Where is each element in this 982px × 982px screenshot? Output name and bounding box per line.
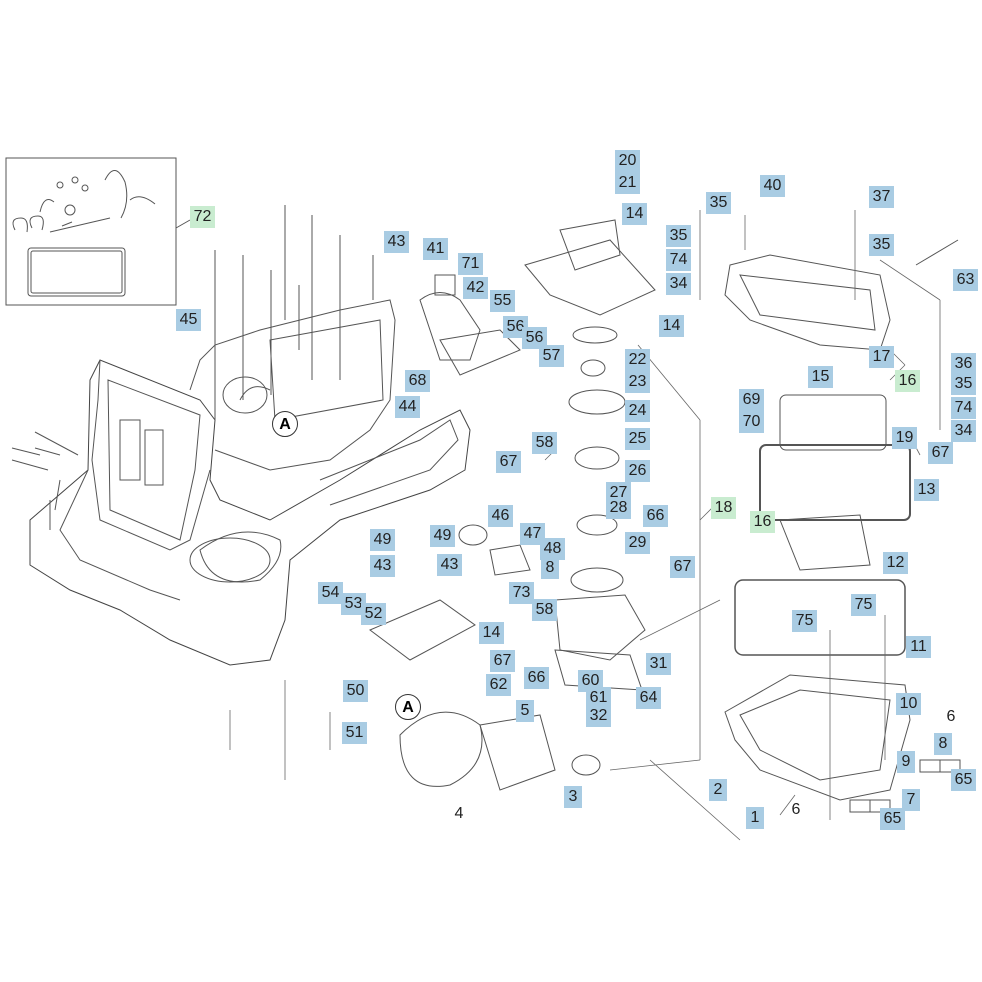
callout-6: 6 [791, 801, 801, 818]
callout-72: 72 [190, 206, 215, 228]
callout-49: 49 [430, 525, 455, 547]
callout-3: 3 [564, 786, 582, 808]
callout-17: 17 [869, 346, 894, 368]
callout-20: 20 [615, 150, 640, 172]
callout-75: 75 [851, 594, 876, 616]
callout-62: 62 [486, 674, 511, 696]
callout-54: 54 [318, 582, 343, 604]
callout-9: 9 [897, 751, 915, 773]
callout-16: 16 [750, 511, 775, 533]
callout-45: 45 [176, 309, 201, 331]
callout-5: 5 [516, 700, 534, 722]
callout-60: 60 [578, 670, 603, 692]
callout-25: 25 [625, 428, 650, 450]
callout-49: 49 [370, 529, 395, 551]
callout-46: 46 [488, 505, 513, 527]
callout-51: 51 [342, 722, 367, 744]
callout-4: 4 [454, 805, 464, 822]
callout-64: 64 [636, 687, 661, 709]
callout-26: 26 [625, 460, 650, 482]
callout-56: 56 [522, 327, 547, 349]
housing-screws [214, 205, 374, 400]
callout-58: 58 [532, 432, 557, 454]
callout-2: 2 [709, 779, 727, 801]
callout-8: 8 [541, 557, 559, 579]
callout-70: 70 [739, 411, 764, 433]
callout-18: 18 [711, 497, 736, 519]
callout-58: 58 [532, 599, 557, 621]
leader-lines [229, 210, 941, 841]
left-screws [11, 431, 79, 471]
callout-56: 56 [503, 316, 528, 338]
callout-71: 71 [458, 253, 483, 275]
callout-35: 35 [951, 373, 976, 395]
callout-36: 36 [951, 353, 976, 375]
marker-a-top: A [272, 411, 298, 437]
callout-61: 61 [586, 687, 611, 709]
callout-67: 67 [496, 451, 521, 473]
marker-a-bottom: A [395, 694, 421, 720]
callout-12: 12 [883, 552, 908, 574]
callout-41: 41 [423, 238, 448, 260]
accessory-kit-inset [5, 157, 177, 306]
callout-29: 29 [625, 532, 650, 554]
callout-67: 67 [928, 442, 953, 464]
callout-35: 35 [666, 225, 691, 247]
callout-24: 24 [625, 400, 650, 422]
callout-50: 50 [343, 680, 368, 702]
callout-14: 14 [622, 203, 647, 225]
callout-32: 32 [586, 705, 611, 727]
callout-35: 35 [706, 192, 731, 214]
callout-37: 37 [869, 186, 894, 208]
callout-43: 43 [437, 554, 462, 576]
callout-73: 73 [509, 582, 534, 604]
callout-67: 67 [490, 650, 515, 672]
callout-19: 19 [892, 427, 917, 449]
callout-65: 65 [880, 808, 905, 830]
callout-35: 35 [869, 234, 894, 256]
callout-31: 31 [646, 653, 671, 675]
callout-75: 75 [792, 610, 817, 632]
callout-1: 1 [746, 807, 764, 829]
callout-16: 16 [895, 370, 920, 392]
callout-52: 52 [361, 603, 386, 625]
callout-43: 43 [370, 555, 395, 577]
callout-10: 10 [896, 693, 921, 715]
callout-23: 23 [625, 371, 650, 393]
callout-66: 66 [643, 505, 668, 527]
callout-67: 67 [670, 556, 695, 578]
callout-22: 22 [625, 349, 650, 371]
callout-55: 55 [490, 290, 515, 312]
callout-44: 44 [395, 396, 420, 418]
callout-48: 48 [540, 538, 565, 560]
callout-8: 8 [934, 733, 952, 755]
callout-53: 53 [341, 593, 366, 615]
callout-74: 74 [666, 249, 691, 271]
callout-65: 65 [951, 769, 976, 791]
callout-47: 47 [520, 523, 545, 545]
callout-74: 74 [951, 397, 976, 419]
callout-43: 43 [384, 231, 409, 253]
callout-6: 6 [946, 708, 956, 725]
callout-14: 14 [659, 315, 684, 337]
callout-11: 11 [906, 636, 931, 658]
callout-66: 66 [524, 667, 549, 689]
callout-34: 34 [666, 273, 691, 295]
callout-57: 57 [539, 345, 564, 367]
callout-63: 63 [953, 269, 978, 291]
callout-28: 28 [606, 497, 631, 519]
callout-40: 40 [760, 175, 785, 197]
callout-21: 21 [615, 172, 640, 194]
callout-68: 68 [405, 370, 430, 392]
callout-34: 34 [951, 420, 976, 442]
callout-69: 69 [739, 389, 764, 411]
callout-15: 15 [808, 366, 833, 388]
callout-42: 42 [463, 277, 488, 299]
callout-14: 14 [479, 622, 504, 644]
callout-7: 7 [902, 789, 920, 811]
callout-13: 13 [914, 479, 939, 501]
